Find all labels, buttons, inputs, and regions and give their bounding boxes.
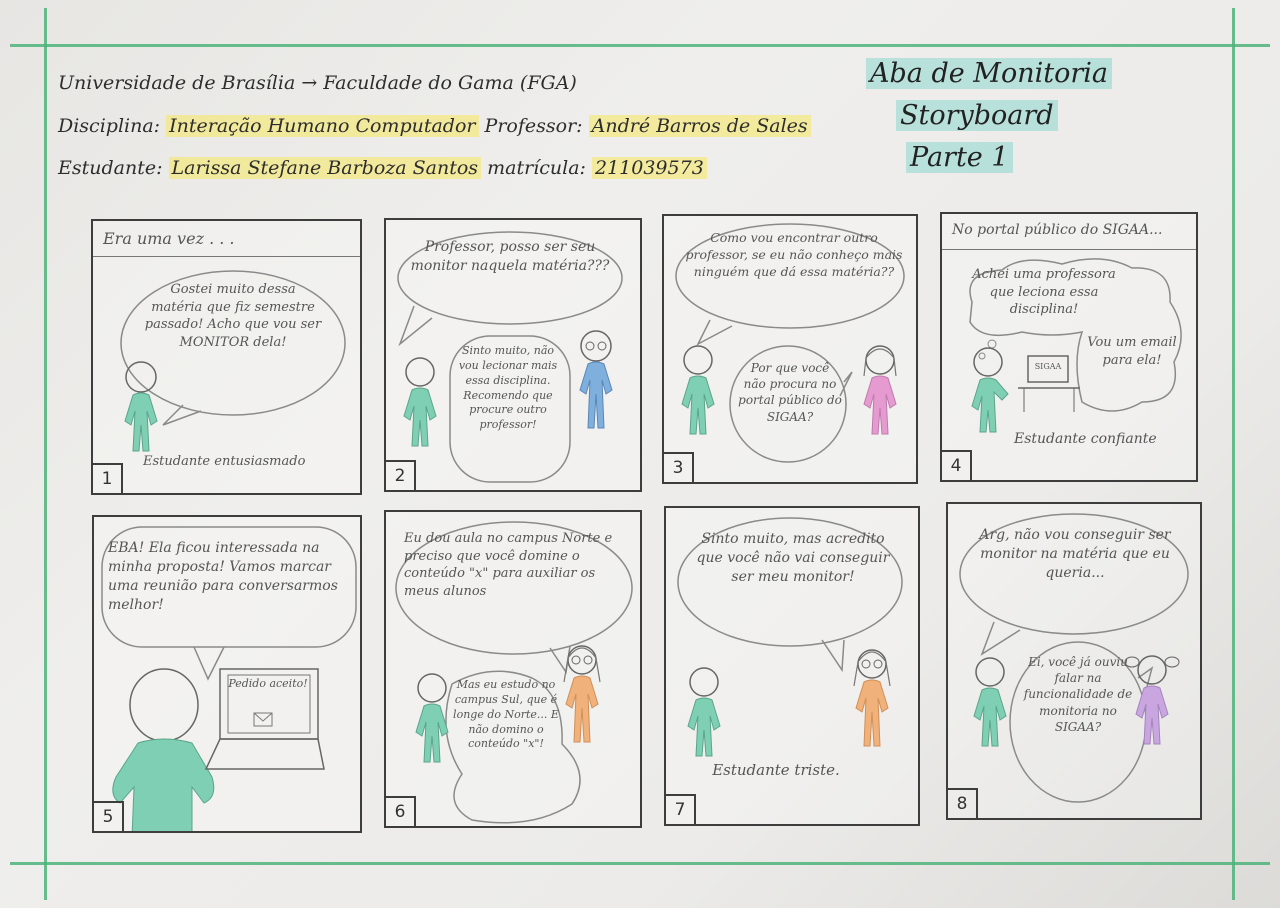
panel-4-thought-2: Vou um email para ela! — [1087, 335, 1177, 368]
student-figure — [681, 345, 715, 435]
bottom-border-line — [10, 862, 1270, 865]
storyboard-panel-3: Como vou encontrar outro professor, se e… — [662, 214, 918, 484]
panel-5-speech: EBA! Ela ficou interessada na minha prop… — [108, 540, 338, 613]
panel-8-reply: Ei, você já ouviu falar na funcionalidad… — [1023, 655, 1133, 734]
professor-figure — [563, 645, 601, 743]
panel-2-speech: Professor, posso ser seu monitor naquela… — [410, 239, 610, 274]
speech-bubble-shape — [101, 526, 357, 681]
thought-bubble-shape — [969, 258, 1182, 412]
right-border-line — [1232, 8, 1235, 900]
header-discipline: Interação Humano Computador — [166, 115, 479, 137]
title-line-1: Aba de Monitoria — [866, 58, 1112, 89]
computer-desk — [1018, 355, 1080, 412]
panel-7-speech: Sinto muito, mas acredito que você não v… — [696, 531, 890, 585]
panel-4-narration: No portal público do SIGAA... — [942, 214, 1196, 250]
panel-8-speech: Arg, não vou conseguir ser monitor na ma… — [979, 527, 1171, 581]
student-figure-large — [112, 668, 215, 831]
title-storyboard: Storyboard — [896, 100, 1058, 131]
panel-6-reply: Mas eu estudo no campus Sul, que é longe… — [453, 678, 559, 751]
header-line-2: Disciplina: Interação Humano Computador … — [58, 115, 811, 137]
speech-bubble-shape — [675, 223, 905, 346]
title-aba: Aba de Monitoria — [866, 58, 1112, 89]
storyboard-panel-2: Professor, posso ser seu monitor naquela… — [384, 218, 642, 492]
panel-6-number: 6 — [386, 796, 416, 826]
panel-1-number: 1 — [93, 463, 123, 493]
title-line-2: Storyboard — [896, 100, 1058, 131]
professor-figure — [863, 345, 897, 435]
speech-bubble-shape — [677, 517, 903, 673]
reply-bubble-shape — [445, 670, 581, 824]
header-student: Larissa Stefane Barboza Santos — [168, 157, 482, 179]
storyboard-panel-7: Sinto muito, mas acredito que você não v… — [664, 506, 920, 826]
storyboard-panel-1: Era uma vez . . . Gostei muito dessa mat… — [91, 219, 362, 495]
speech-bubble-shape — [959, 513, 1189, 656]
storyboard-panel-5: EBA! Ela ficou interessada na minha prop… — [92, 515, 362, 833]
top-border-line — [10, 44, 1270, 47]
panel-8-number: 8 — [948, 788, 978, 818]
panel-4-thought: Achei uma professora que leciona essa di… — [972, 267, 1116, 318]
speech-bubble-shape — [397, 231, 623, 347]
panel-2-number: 2 — [386, 460, 416, 490]
panel-4-number: 4 — [942, 450, 972, 480]
panel-4-caption: Estudante confiante — [1014, 431, 1157, 447]
student-figure — [971, 347, 1009, 433]
panel-5-screen: Pedido aceito! — [228, 677, 308, 690]
header-line-3: Estudante: Larissa Stefane Barboza Santo… — [58, 157, 707, 179]
professor-figure — [853, 649, 891, 747]
student-figure — [403, 357, 437, 447]
girl-figure — [1124, 655, 1180, 745]
speech-bubble-shape — [120, 270, 346, 426]
panel-7-number: 7 — [666, 794, 696, 824]
panel-5-number: 5 — [94, 801, 124, 831]
header-discipline-label: Disciplina: — [58, 115, 161, 137]
header-registration: 211039573 — [591, 157, 707, 179]
panel-7-caption: Estudante triste. — [712, 761, 840, 779]
panel-6-speech: Eu dou aula no campus Norte e preciso qu… — [404, 531, 613, 599]
panel-2-reply: Sinto muito, não vou lecionar mais essa … — [458, 344, 558, 432]
header-professor-label: Professor: — [484, 115, 583, 137]
reply-bubble-shape — [449, 335, 571, 483]
student-figure — [687, 667, 721, 757]
student-figure — [415, 673, 449, 763]
panel-1-caption: Estudante entusiasmado — [143, 454, 306, 469]
left-border-line — [44, 8, 47, 900]
panel-3-speech: Como vou encontrar outro professor, se e… — [685, 230, 903, 279]
panel-1-narration: Era uma vez . . . — [93, 221, 360, 257]
header-line-1: Universidade de Brasília → Faculdade do … — [58, 72, 577, 94]
student-figure — [973, 657, 1007, 747]
header-professor: André Barros de Sales — [588, 115, 811, 137]
panel-4-screen: SIGAA — [1034, 362, 1062, 371]
header-university: Universidade de Brasília → Faculdade do … — [58, 72, 577, 94]
panel-1-speech: Gostei muito dessa matéria que fiz semes… — [144, 282, 322, 350]
laptop-shape — [204, 668, 325, 770]
title-line-3: Parte 1 — [906, 142, 1013, 173]
reply-bubble-shape — [729, 345, 853, 463]
storyboard-panel-6: Eu dou aula no campus Norte e preciso qu… — [384, 510, 642, 828]
title-part: Parte 1 — [906, 142, 1013, 173]
panel-3-number: 3 — [664, 452, 694, 482]
header-registration-label: matrícula: — [487, 157, 586, 179]
panel-3-reply: Por que você não procura no portal públi… — [738, 361, 842, 424]
student-figure — [124, 361, 158, 452]
header-student-label: Estudante: — [58, 157, 163, 179]
professor-figure — [579, 330, 613, 429]
storyboard-panel-8: Arg, não vou conseguir ser monitor na ma… — [946, 502, 1202, 820]
storyboard-panel-4: No portal público do SIGAA... Achei uma … — [940, 212, 1198, 482]
